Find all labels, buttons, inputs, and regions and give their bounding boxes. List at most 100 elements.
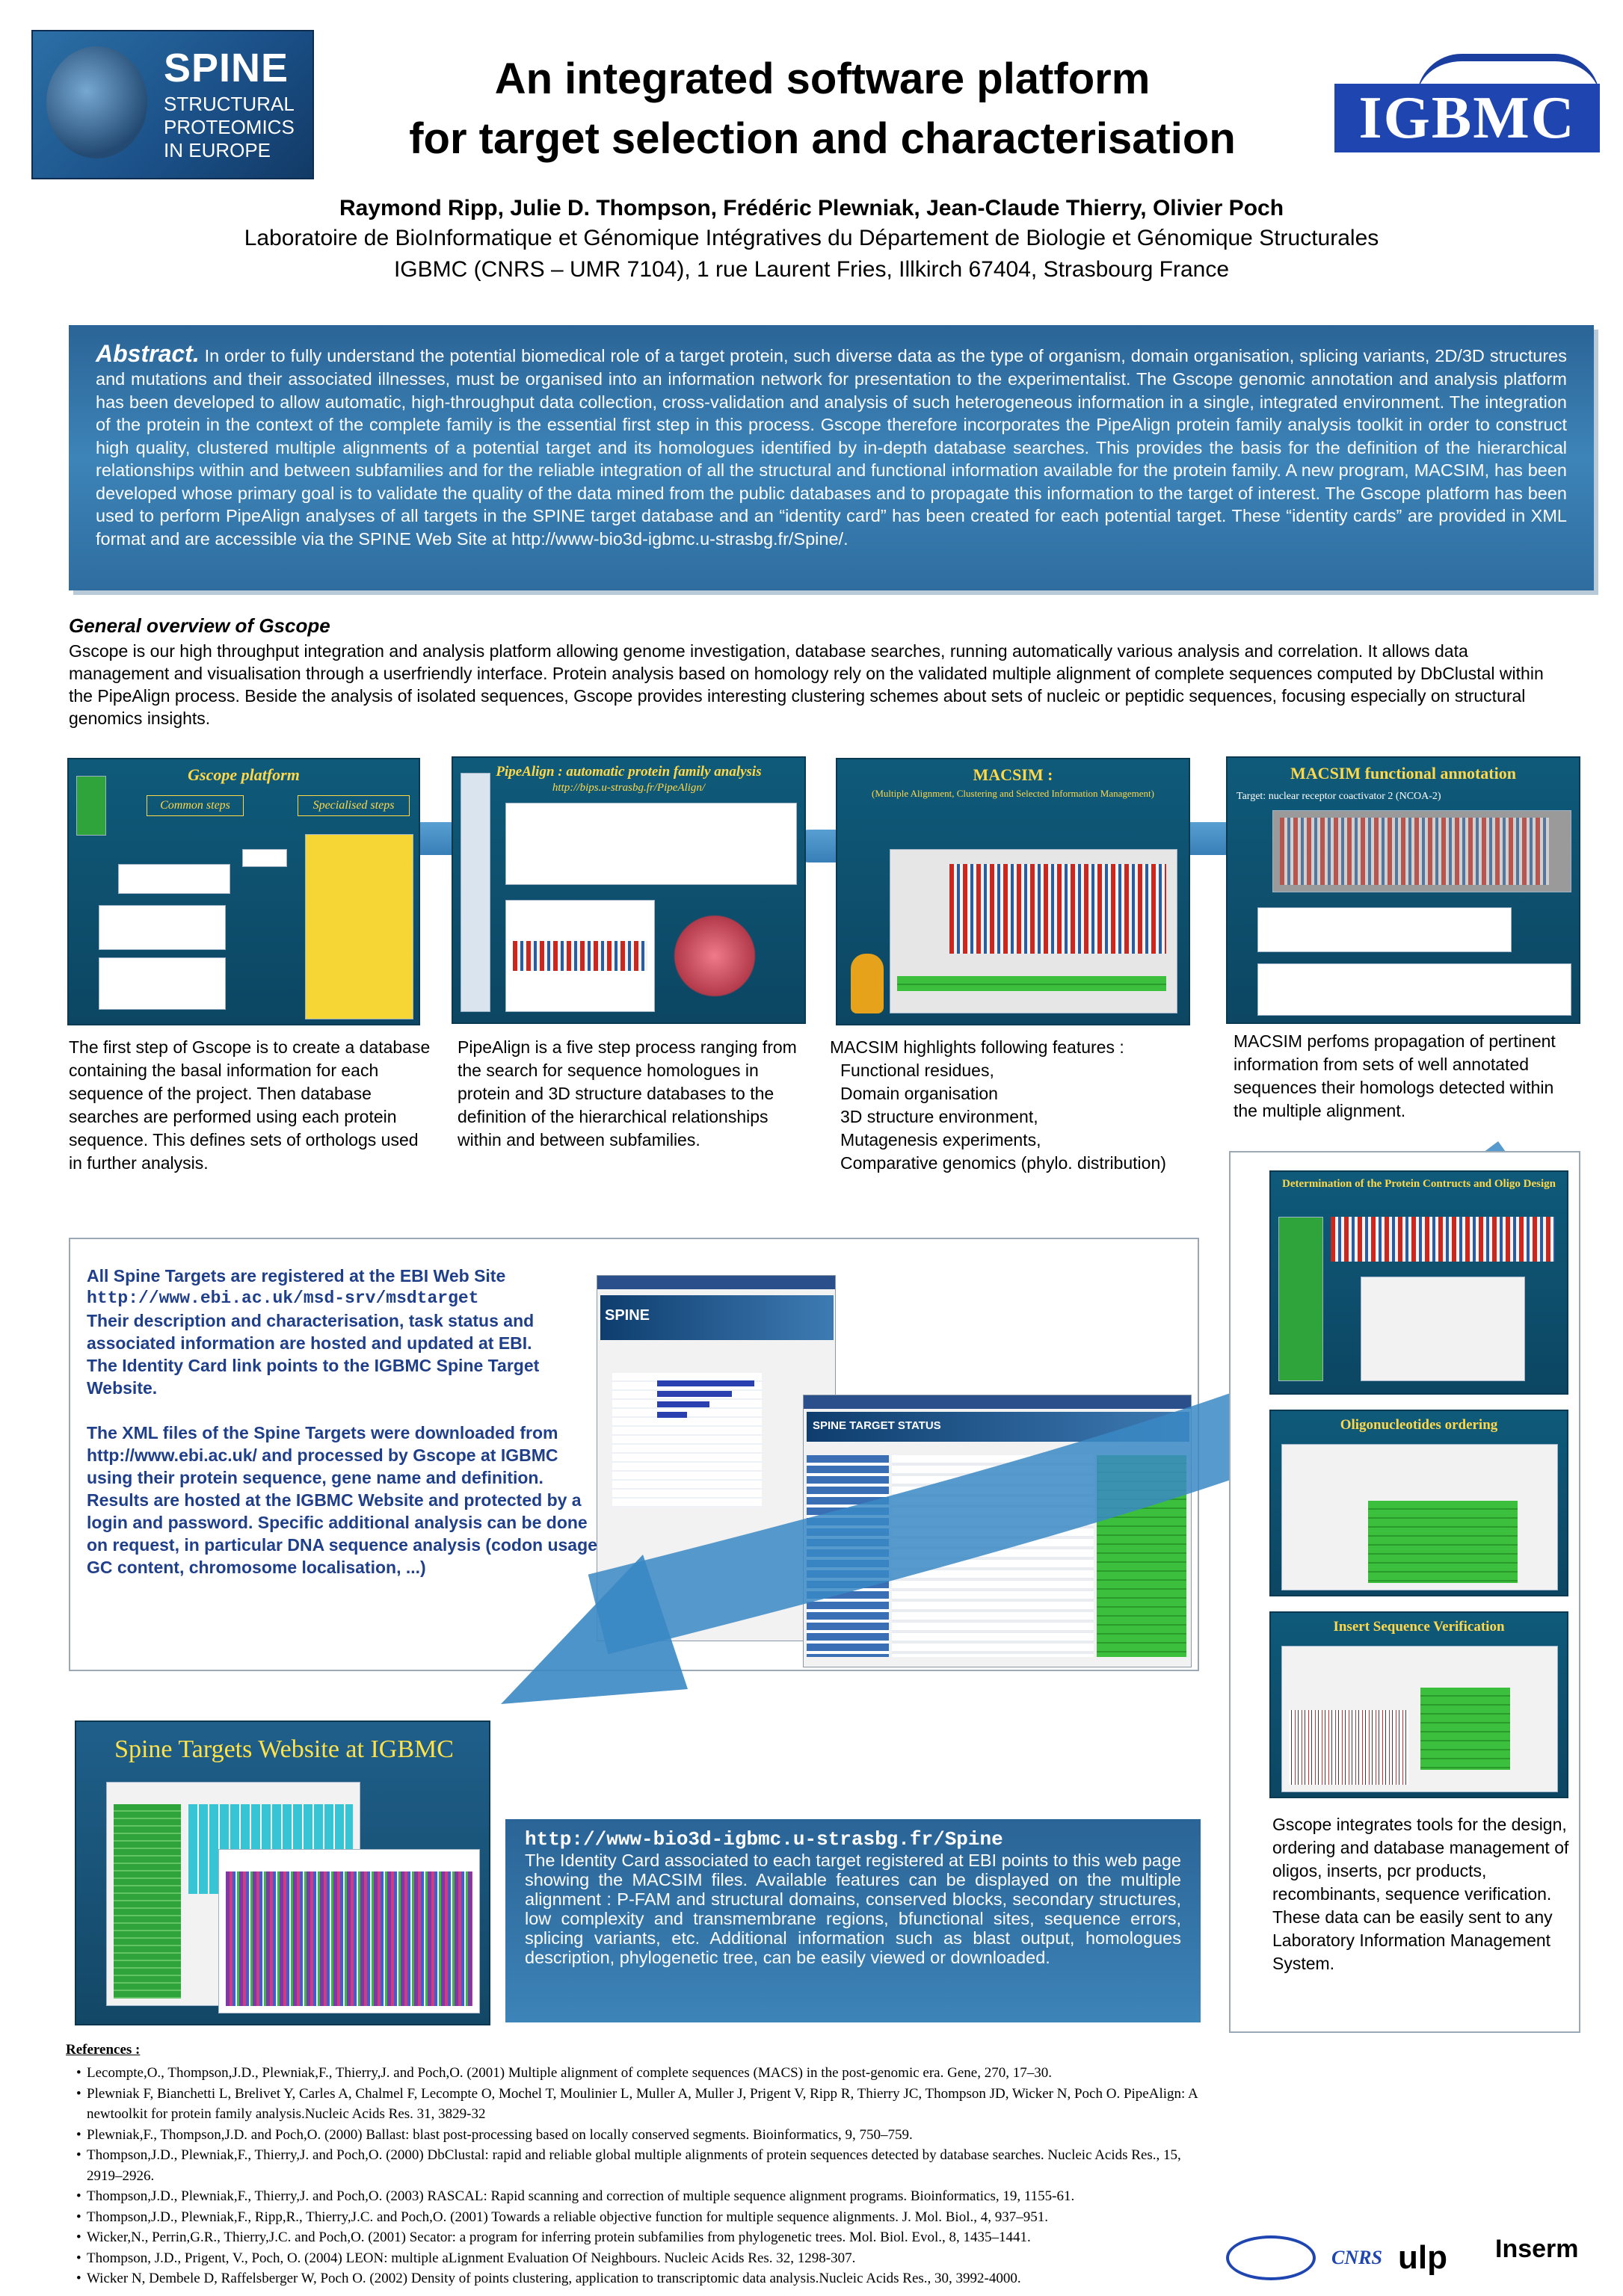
gscope-thumbnail xyxy=(76,776,106,836)
macsim-feature: Mutagenesis experiments, xyxy=(840,1130,1041,1149)
pipealign-panel: PipeAlign : automatic protein family ana… xyxy=(452,756,806,1024)
scoreboard-bar xyxy=(657,1401,709,1407)
macsim-caption-intro: MACSIM highlights following features : xyxy=(830,1037,1124,1057)
flow-box xyxy=(118,864,230,894)
macsim-panel: MACSIM : (Multiple Alignment, Clustering… xyxy=(836,758,1190,1025)
pipeline-diagram xyxy=(505,803,797,885)
spine-banner-title: SPINE xyxy=(605,1307,650,1324)
poster-title: An integrated software platform for targ… xyxy=(321,49,1323,169)
inserm-logo: Inserm xyxy=(1495,2235,1579,2263)
construct-alignment xyxy=(1331,1217,1555,1262)
reference-item: Lecompte,O., Thompson,J.D., Plewniak,F.,… xyxy=(76,2063,1208,2084)
macsim-feature: Domain organisation xyxy=(840,1084,998,1103)
mascot-icon xyxy=(851,954,884,1013)
abstract-text: In order to fully understand the potenti… xyxy=(96,346,1567,549)
macsim-panel-title: MACSIM : xyxy=(973,765,1053,784)
macsim-feature: 3D structure environment, xyxy=(840,1107,1038,1126)
ebi-line1: All Spine Targets are registered at the … xyxy=(87,1266,506,1286)
reference-item: Wicker N, Dembele D, Raffelsberger W, Po… xyxy=(76,2268,1208,2289)
spine-logo-title: SPINE xyxy=(164,46,289,90)
alignment-preview xyxy=(513,941,647,971)
structure-image xyxy=(670,907,760,1004)
reference-item: Thompson,J.D., Plewniak,F., Ripp,R., Thi… xyxy=(76,2207,1208,2228)
ebi-url: http://www.ebi.ac.uk/msd-srv/msdtarget xyxy=(87,1289,479,1308)
reference-item: Wicker,N., Perrin,G.R., Thierry,J.C. and… xyxy=(76,2227,1208,2248)
scoreboard-bar xyxy=(657,1391,732,1397)
pipealign-panel-title: PipeAlign : automatic protein family ana… xyxy=(496,764,762,780)
status-banner-title: SPINE TARGET STATUS xyxy=(813,1419,941,1432)
igbmc-logo-arc xyxy=(1417,54,1600,99)
reference-item: Thompson, J.D., Prigent, V., Poch, O. (2… xyxy=(76,2248,1208,2269)
reference-item: Plewniak,F., Thompson,J.D. and Poch,O. (… xyxy=(76,2125,1208,2146)
igbmc-logo-text: IGBMC xyxy=(1334,84,1600,152)
igbmc-logo: IGBMC xyxy=(1334,54,1600,158)
scoreboard-bar xyxy=(657,1412,687,1418)
tools-section: Determination of the Protein Contructs a… xyxy=(1229,1151,1580,2033)
macsim-feature: Functional residues, xyxy=(840,1061,994,1080)
oligo-table xyxy=(1368,1501,1518,1583)
affiliation-lab: Laboratoire de BioInformatique et Génomi… xyxy=(244,226,1379,250)
ebi-text: All Spine Targets are registered at the … xyxy=(87,1265,603,1578)
authors: Raymond Ripp, Julie D. Thompson, Frédéri… xyxy=(339,196,1284,220)
ebi-para3: The XML files of the Spine Targets were … xyxy=(87,1423,603,1577)
program-icons-column xyxy=(461,773,490,1012)
website-sidebar xyxy=(114,1804,181,1999)
oligo-ordering-title: Oligonucleotides ordering xyxy=(1340,1417,1498,1433)
overview-title: General overview of Gscope xyxy=(69,614,330,637)
scoreboard-bar xyxy=(657,1380,754,1386)
macsim-features-row xyxy=(897,976,1166,991)
annotation-alignment xyxy=(1280,818,1549,885)
macsim-functional-panel: MACSIM functional annotation Target: nuc… xyxy=(1226,756,1580,1024)
gscope-caption: The first step of Gscope is to create a … xyxy=(69,1037,431,1173)
verification-results xyxy=(1420,1688,1510,1770)
title-line-2: for target selection and characterisatio… xyxy=(409,114,1236,163)
ulp-logo: ulp xyxy=(1398,2239,1447,2276)
macsim-caption: MACSIM highlights following features : F… xyxy=(830,1036,1219,1175)
browser-titlebar xyxy=(804,1395,1191,1409)
spine-logo: SPINE STRUCTURAL PROTEOMICS IN EUROPE xyxy=(31,30,314,179)
browser-titlebar xyxy=(597,1276,835,1289)
insert-verification-panel: Insert Sequence Verification xyxy=(1269,1611,1568,1798)
strasbourg-logo xyxy=(1226,2235,1316,2280)
gscope-panel-title: Gscope platform xyxy=(188,765,300,784)
title-line-1: An integrated software platform xyxy=(494,55,1151,103)
oligo-design-window xyxy=(1361,1277,1525,1381)
ebi-para1: Their description and characterisation, … xyxy=(87,1311,535,1353)
clustering-box xyxy=(242,849,287,867)
feature-legend xyxy=(1257,907,1512,952)
oligo-ordering-panel: Oligonucleotides ordering xyxy=(1269,1410,1568,1596)
insert-verification-title: Insert Sequence Verification xyxy=(1333,1619,1505,1635)
tools-caption: Gscope integrates tools for the design, … xyxy=(1272,1815,1569,1973)
macsim-panel-subtitle: (Multiple Alignment, Clustering and Sele… xyxy=(872,788,1154,799)
identity-card-url: http://www-bio3d-igbmc.u-strasbg.fr/Spin… xyxy=(525,1828,1003,1851)
flow-box xyxy=(99,905,226,950)
specialised-steps-label: Specialised steps xyxy=(298,795,410,816)
reference-item: Thompson,J.D., Plewniak,F., Thierry,J. a… xyxy=(76,2145,1208,2186)
abstract-box: Abstract. In order to fully understand t… xyxy=(69,325,1594,590)
overview-text: Gscope is our high throughput integratio… xyxy=(69,641,1544,728)
reference-item: Thompson,J.D., Plewniak,F., Thierry,J. a… xyxy=(76,2186,1208,2207)
identity-card-text: The Identity Card associated to each tar… xyxy=(525,1851,1181,1967)
domain-diagram xyxy=(1257,963,1571,1016)
macsim-functional-caption: MACSIM perfoms propagation of pertinent … xyxy=(1234,1031,1556,1120)
reference-item: Plewniak F, Bianchetti L, Brelivet Y, Ca… xyxy=(76,2084,1208,2125)
identity-card-box: http://www-bio3d-igbmc.u-strasbg.fr/Spin… xyxy=(505,1819,1201,2022)
references-title: References : xyxy=(66,2042,141,2058)
macsim-alignment xyxy=(949,864,1166,954)
protein-constructs-title: Determination of the Protein Contructs a… xyxy=(1282,1178,1556,1190)
colored-alignment xyxy=(226,1871,472,2006)
gscope-panel: Gscope platform Common steps Specialised… xyxy=(67,758,420,1025)
chromatogram xyxy=(1289,1710,1408,1785)
construct-list xyxy=(1278,1217,1323,1381)
references-list: Lecompte,O., Thompson,J.D., Plewniak,F.,… xyxy=(76,2063,1208,2289)
specialised-steps-list xyxy=(305,834,413,1019)
macsim-feature: Comparative genomics (phylo. distributio… xyxy=(840,1153,1166,1173)
cnrs-logo: CNRS xyxy=(1331,2247,1382,2268)
macsim-functional-title: MACSIM functional annotation xyxy=(1290,764,1516,783)
affiliation-address: IGBMC (CNRS – UMR 7104), 1 rue Laurent F… xyxy=(393,257,1230,282)
pipealign-caption: PipeAlign is a five step process ranging… xyxy=(458,1037,797,1149)
protein-constructs-panel: Determination of the Protein Contructs a… xyxy=(1269,1170,1568,1395)
footer-logos: CNRS ulp Inserm xyxy=(1226,2231,1600,2287)
pipealign-url: http://bips.u-strasbg.fr/PipeAlign/ xyxy=(552,782,706,794)
macsim-functional-target: Target: nuclear receptor coactivator 2 (… xyxy=(1237,791,1441,802)
